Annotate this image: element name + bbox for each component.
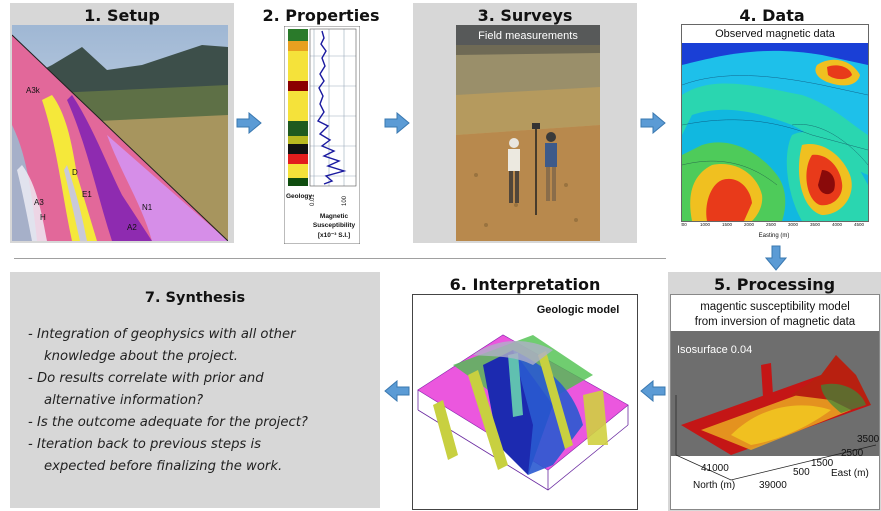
map-label: E1	[82, 190, 92, 199]
map-label: A3	[34, 198, 44, 207]
xtick: 1000	[700, 222, 711, 227]
caption-line: from inversion of magnetic data	[695, 316, 856, 328]
map-label: A2	[127, 223, 137, 232]
xtick: 3500	[810, 222, 821, 227]
list-item-line: expected before finalizing the work.	[44, 459, 283, 474]
arrow-right-icon	[640, 112, 666, 134]
setup-title: 1. Setup	[84, 6, 160, 25]
caption-line: magentic susceptibility model	[700, 301, 850, 313]
model-caption: Geologic model	[537, 304, 620, 316]
list-item: Integration of geophysics with all other…	[28, 324, 368, 368]
data-title: 4. Data	[739, 6, 805, 25]
map-caption: Observed magnetic data	[715, 28, 836, 40]
list-item-line: Is the outcome adequate for the project?	[28, 415, 308, 430]
east-tick: 1500	[811, 458, 834, 469]
processing-title: 5. Processing	[713, 275, 836, 294]
processing-model-image: magentic susceptibility model from inver…	[670, 294, 880, 510]
geology-label: Geology	[286, 193, 312, 200]
map-label: D	[72, 168, 78, 177]
synthesis-title: 7. Synthesis	[144, 290, 246, 306]
list-item-line: knowledge about the project.	[44, 349, 239, 364]
arrow-right-icon	[384, 112, 410, 134]
map-label: H	[40, 213, 46, 222]
list-item-line: Iteration back to previous steps is	[28, 437, 261, 452]
xtick: 2500	[766, 222, 777, 227]
x-axis-label: Easting (m)	[759, 233, 790, 239]
list-item: Do results correlate with prior and alte…	[28, 368, 368, 412]
photo-caption: Field measurements	[478, 30, 578, 42]
axis-tick-right: 100	[342, 195, 348, 206]
properties-log-chart: Geology 0.01 100 Magnetic Susceptibility…	[283, 25, 361, 245]
xtick: 1500	[722, 222, 733, 227]
setup-geology-photo: A3k A3 H D E1 N1 A2	[12, 25, 228, 241]
properties-title: 2. Properties	[262, 6, 380, 25]
interpretation-title: 6. Interpretation	[449, 275, 601, 294]
north-label: North (m)	[693, 480, 735, 491]
isosurface-label: Isosurface 0.04	[677, 344, 752, 356]
east-tick: 3500	[857, 434, 879, 445]
list-item-line: alternative information?	[44, 393, 204, 408]
arrow-left-icon	[640, 380, 666, 402]
east-tick: 500	[793, 467, 810, 478]
surveys-title: 3. Surveys	[477, 6, 573, 25]
arrow-left-icon	[384, 380, 410, 402]
log-label: Magnetic	[320, 213, 349, 220]
map-label: N1	[142, 203, 153, 212]
list-item: Iteration back to previous steps is expe…	[28, 434, 368, 478]
row-divider	[14, 258, 666, 259]
data-magnetic-map: Observed magnetic data	[681, 24, 869, 222]
xtick: 4000	[832, 222, 843, 227]
surveys-field-photo: Field measurements	[456, 25, 600, 241]
log-label: [x10⁻³ S.I.]	[318, 232, 350, 239]
data-x-axis: 200 1000 1500 2000 2500 3000 3500 4000 4…	[679, 220, 867, 242]
arrow-down-icon	[765, 245, 787, 271]
log-label: Susceptibility	[313, 222, 356, 229]
east-tick: 2500	[841, 448, 864, 459]
map-label: A3k	[26, 86, 41, 95]
interpretation-geologic-model: Geologic model	[412, 294, 638, 510]
xtick: 200	[681, 222, 687, 227]
xtick: 2000	[744, 222, 755, 227]
list-item-line: Integration of geophysics with all other	[28, 327, 296, 342]
synthesis-panel	[10, 272, 380, 508]
xtick: 4500	[854, 222, 865, 227]
list-item: Is the outcome adequate for the project?	[28, 412, 368, 434]
north-tick: 41000	[701, 463, 729, 474]
east-label: East (m)	[831, 468, 869, 479]
xtick: 3000	[788, 222, 799, 227]
axis-tick-left: 0.01	[310, 194, 316, 206]
synthesis-list: Integration of geophysics with all other…	[28, 324, 368, 478]
north-tick: 39000	[759, 480, 787, 491]
arrow-right-icon	[236, 112, 262, 134]
list-item-line: Do results correlate with prior and	[28, 371, 264, 386]
